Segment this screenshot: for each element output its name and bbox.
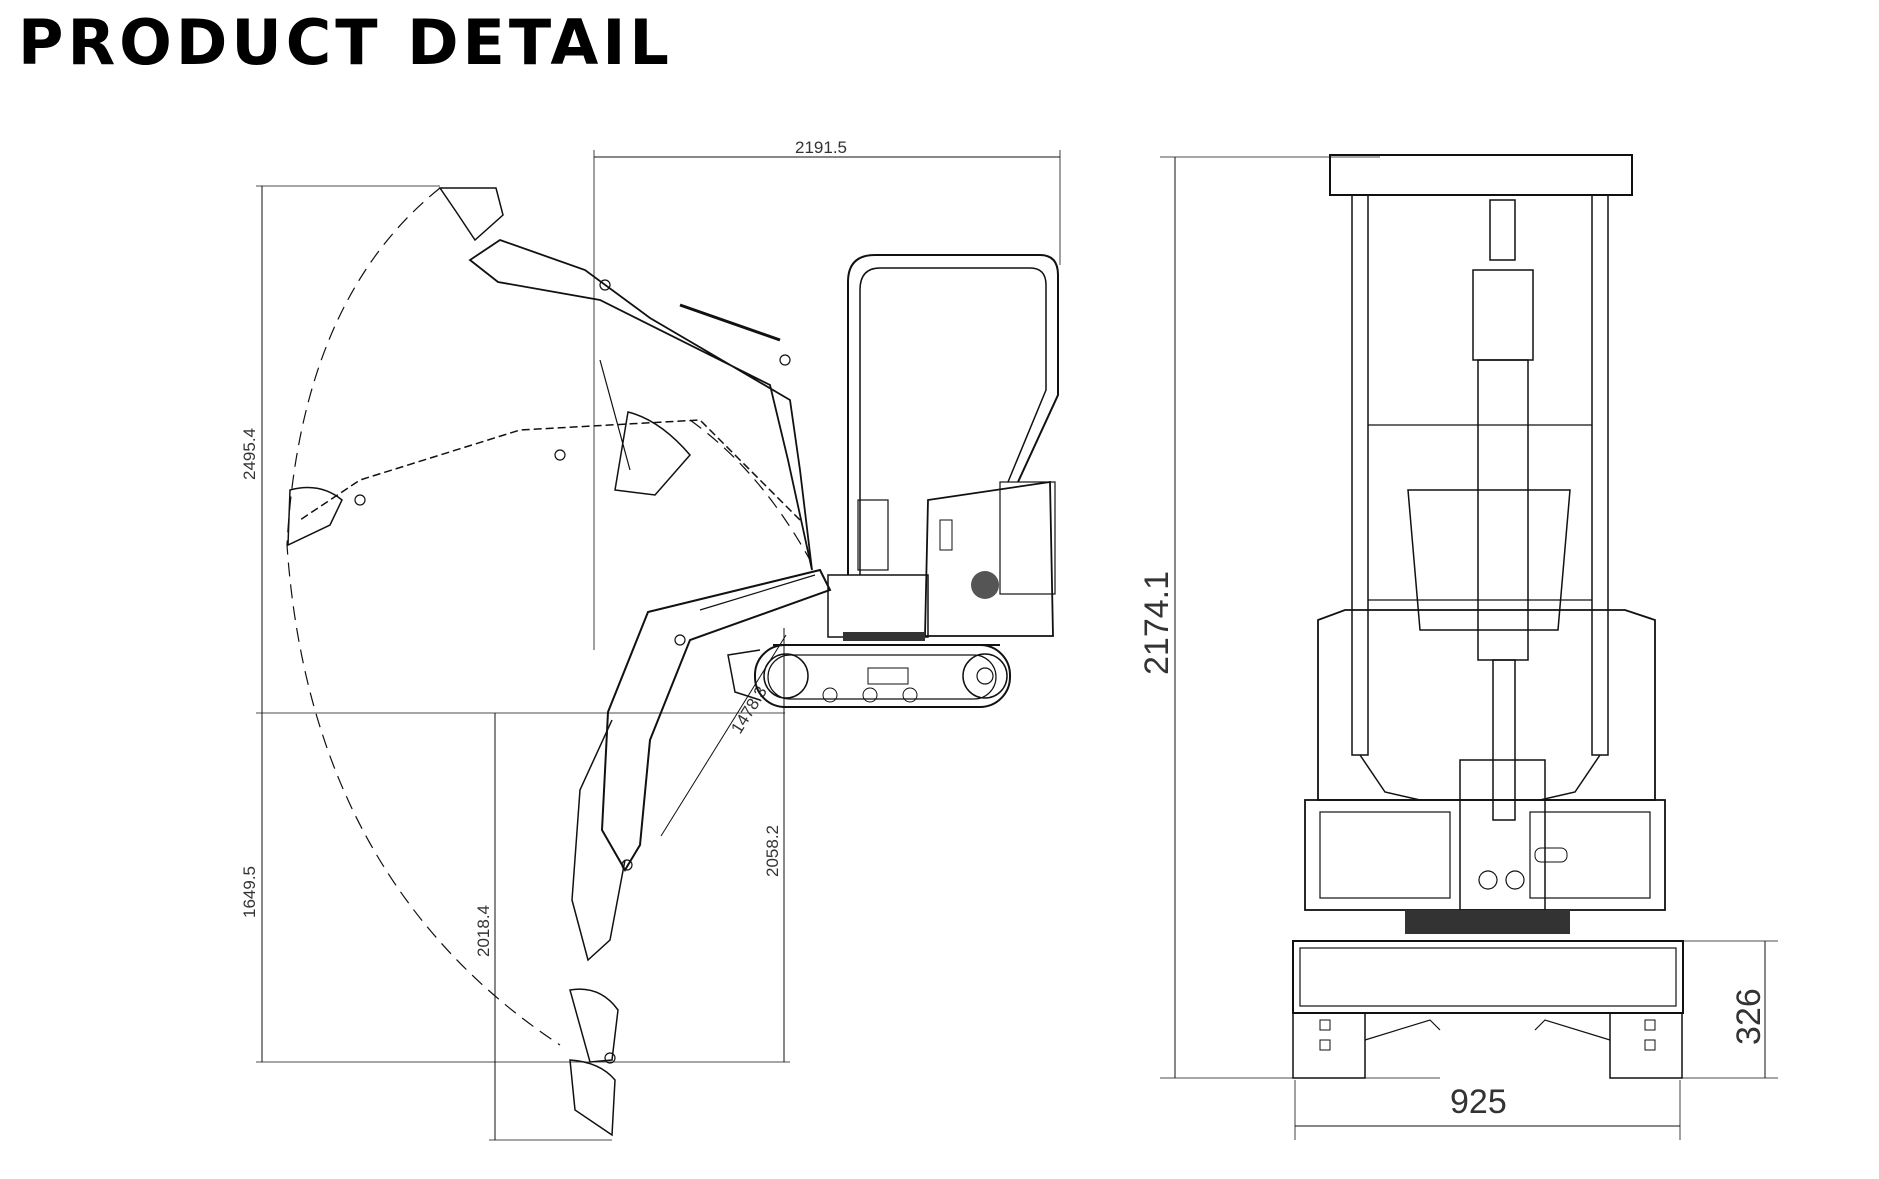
dim-label-max-dig-height: 2495.4 bbox=[240, 428, 259, 480]
dim-label-vertical-wall-depth: 2058.2 bbox=[763, 825, 782, 877]
boom-raised bbox=[287, 187, 813, 571]
dim-label-track-height: 326 bbox=[1730, 988, 1768, 1045]
dim-label-max-dump-height: 1649.5 bbox=[240, 866, 259, 918]
dozer-blade bbox=[727, 649, 761, 701]
front-boom bbox=[1407, 199, 1571, 911]
front-upper-body bbox=[1304, 609, 1666, 934]
side-track bbox=[754, 644, 1011, 708]
dim-track-height: 326 bbox=[1680, 940, 1778, 1079]
front-canopy bbox=[1329, 154, 1633, 801]
front-slew-ring-icon bbox=[1405, 910, 1570, 934]
dim-width: 925 bbox=[1294, 1080, 1681, 1140]
dim-label-boom-reach-diag: 1478.3 bbox=[727, 683, 771, 737]
dim-vertical-wall-depth: 2058.2 bbox=[763, 628, 785, 1062]
dim-max-dig-depth: 2018.4 bbox=[474, 713, 612, 1141]
upper-body bbox=[827, 480, 1056, 641]
dim-label-overall-height: 2174.1 bbox=[1138, 571, 1176, 675]
engine-grille-icon bbox=[971, 571, 999, 599]
dim-label-max-dig-depth: 2018.4 bbox=[474, 905, 493, 957]
dim-overall-length: 2191.5 bbox=[593, 138, 1061, 650]
dim-label-width: 925 bbox=[1450, 1083, 1507, 1121]
dim-max-dump-height: 1649.5 bbox=[240, 713, 790, 1063]
dim-label-overall-length: 2191.5 bbox=[795, 138, 847, 157]
slew-ring-icon bbox=[843, 632, 925, 641]
swing-arc bbox=[286, 187, 561, 1046]
front-view: 2174.1 326 925 bbox=[1138, 154, 1778, 1140]
dim-max-dig-height: 2495.4 bbox=[240, 185, 785, 714]
side-view: 2191.5 2495.4 1649.5 2018.4 2058.2 bbox=[240, 138, 1061, 1141]
dim-overall-height: 2174.1 bbox=[1138, 156, 1440, 1079]
page-title: PRODUCT DETAIL bbox=[18, 6, 673, 79]
front-undercarriage bbox=[1292, 940, 1684, 1079]
boom-lowered bbox=[569, 568, 832, 1137]
rops-canopy bbox=[847, 254, 1059, 575]
